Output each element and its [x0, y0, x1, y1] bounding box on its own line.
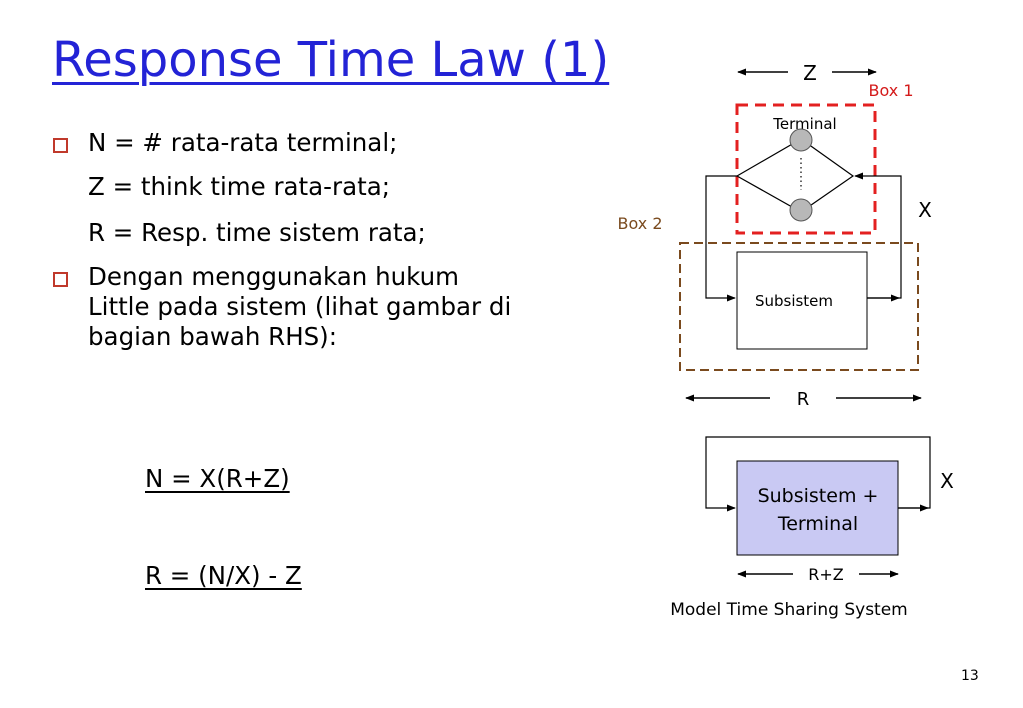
formula-n: N = X(R+Z) [145, 464, 290, 493]
subsistem-terminal-line2: Terminal [777, 513, 858, 535]
terminal-node-top [789, 128, 813, 152]
subsistem-terminal-line1: Subsistem + [758, 485, 879, 507]
terminal-node-bottom [789, 198, 813, 222]
z-label: Z [803, 61, 817, 85]
page-number: 13 [961, 668, 979, 684]
subsistem-label: Subsistem [755, 292, 833, 310]
slide-title: Response Time Law (1) [52, 32, 610, 88]
rz-label: R+Z [808, 565, 844, 584]
bullet-square-icon [53, 138, 68, 153]
box2-outline [679, 242, 919, 371]
box2-label: Box 2 [617, 214, 662, 233]
x-label-top: X [918, 198, 932, 222]
bullet-text-r: R = Resp. time sistem rata; [88, 218, 426, 247]
subsistem-terminal-box [736, 460, 899, 556]
bullet-text-z: Z = think time rata-rata; [88, 172, 390, 201]
bullet-text-n: N = # rata-rata terminal; [88, 128, 398, 157]
bullet-definitions: N = # rata-rata terminal; [52, 128, 397, 158]
formula-r: R = (N/X) - Z [145, 561, 302, 590]
bullet-text-little: Dengan menggunakan hukum Little pada sis… [88, 262, 512, 351]
terminal-diamond [736, 138, 855, 213]
box1-outline [735, 103, 877, 235]
bullet-little-law: Dengan menggunakan hukum Little pada sis… [52, 262, 518, 352]
box1-label: Box 1 [868, 81, 913, 100]
bullet-square-icon [53, 272, 68, 287]
r-label: R [797, 389, 810, 410]
x-label-bottom: X [940, 469, 954, 493]
flow-terminal-to-subsistem [705, 175, 737, 302]
subsistem-box [736, 251, 868, 350]
terminal-label: Terminal [772, 115, 836, 133]
diagram-caption: Model Time Sharing System [670, 600, 908, 620]
